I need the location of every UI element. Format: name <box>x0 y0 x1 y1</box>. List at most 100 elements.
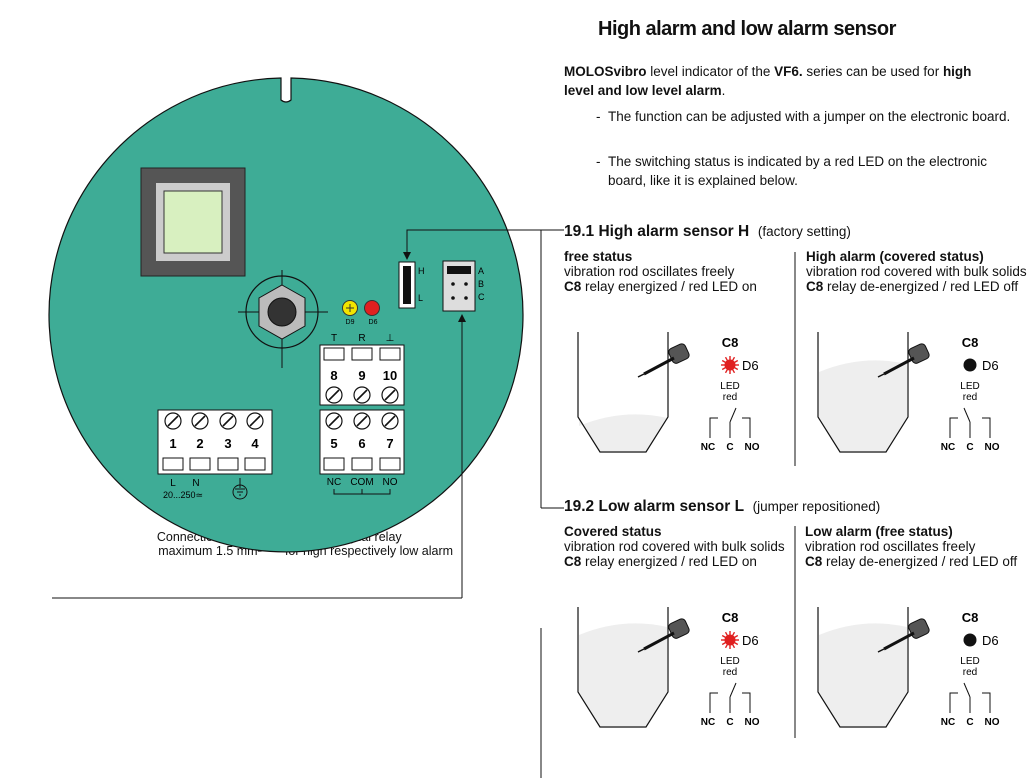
connector-abc: A B C <box>442 260 485 312</box>
s1-col1-text: free status vibration rod oscillates fre… <box>564 249 757 294</box>
contact-label: NO <box>985 717 1000 728</box>
led-color-text: red <box>723 667 737 678</box>
svg-text:9: 9 <box>358 368 365 383</box>
led-label-d6: D6 <box>369 319 378 326</box>
bulk-solids <box>819 623 907 726</box>
cable-gland-icon <box>238 270 328 368</box>
bulk-solids <box>579 623 667 726</box>
bulk-solids <box>819 360 907 451</box>
svg-text:L: L <box>418 293 423 303</box>
contact-label: NC <box>941 717 955 728</box>
led-name: D6 <box>982 633 999 648</box>
led-text: LED <box>720 381 739 392</box>
s1-col2-text: High alarm (covered status) vibration ro… <box>806 249 1027 294</box>
bulk-solids <box>579 414 667 451</box>
silo-outline <box>817 332 909 453</box>
led-color-text: red <box>963 667 977 678</box>
svg-text:T: T <box>331 333 337 344</box>
vibration-sensor-icon <box>637 343 690 378</box>
leader-lines <box>52 229 796 778</box>
relay-name: C8 <box>962 335 979 350</box>
led-on-icon <box>721 356 739 374</box>
section-low-alarm-title: 19.2 Low alarm sensor L (jumper repositi… <box>564 498 881 515</box>
contact-label: NO <box>985 442 1000 453</box>
silo-outline <box>577 607 669 728</box>
led-name: D6 <box>742 358 759 373</box>
svg-text:B: B <box>478 279 484 289</box>
power-terminal-block: 1 2 3 4 L N 20...250≃ <box>157 409 273 500</box>
svg-text:⊥: ⊥ <box>386 333 395 344</box>
vibration-sensor-icon <box>637 618 690 653</box>
svg-text:3: 3 <box>224 436 231 451</box>
led-on-icon <box>721 631 739 649</box>
svg-text:R: R <box>358 333 365 344</box>
svg-text:7: 7 <box>386 436 393 451</box>
silo-outline <box>817 607 909 728</box>
svg-text:20...250≃: 20...250≃ <box>163 490 203 500</box>
led-indicators: D9 D6 <box>342 300 380 326</box>
led-off-icon <box>963 358 977 372</box>
page-title: High alarm and low alarm sensor <box>598 18 896 40</box>
contact-label: NC <box>701 442 715 453</box>
led-color-text: red <box>723 392 737 403</box>
relay-contacts <box>709 682 751 713</box>
jumper-hl: H L <box>398 261 425 309</box>
svg-text:4: 4 <box>251 436 259 451</box>
contact-label: NO <box>745 442 760 453</box>
svg-text:C: C <box>478 292 485 302</box>
contact-label: NC <box>941 442 955 453</box>
svg-text:H: H <box>418 266 425 276</box>
relay-contacts <box>949 682 991 713</box>
svg-text:8: 8 <box>330 368 337 383</box>
led-name: D6 <box>742 633 759 648</box>
led-name: D6 <box>982 358 999 373</box>
relay-contacts <box>709 407 751 438</box>
svg-text:10: 10 <box>383 368 397 383</box>
contact-label: C <box>966 717 973 728</box>
svg-text:2: 2 <box>196 436 203 451</box>
silo-outline <box>577 332 669 453</box>
contact-label: NO <box>745 717 760 728</box>
relay-contacts <box>949 407 991 438</box>
contact-label: C <box>726 717 733 728</box>
svg-text:NC: NC <box>327 477 341 488</box>
contact-label: C <box>726 442 733 453</box>
ground-icon <box>232 478 248 500</box>
led-text: LED <box>960 656 979 667</box>
vibration-sensor-icon <box>877 343 930 378</box>
contact-label: NC <box>701 717 715 728</box>
svg-text:5: 5 <box>330 436 337 451</box>
contact-label: C <box>966 442 973 453</box>
relay-name: C8 <box>722 335 739 350</box>
led-text: LED <box>960 381 979 392</box>
s2-col2-text: Low alarm (free status) vibration rod os… <box>805 524 1018 569</box>
s2-col1-text: Covered status vibration rod covered wit… <box>564 524 785 569</box>
relay-name: C8 <box>722 610 739 625</box>
brand-name: MOLOSvibro <box>564 64 647 79</box>
bullet-led: The switching status is indicated by a r… <box>608 154 987 188</box>
svg-text:N: N <box>192 478 199 489</box>
svg-text:A: A <box>478 266 484 276</box>
vibration-sensor-icon <box>877 618 930 653</box>
svg-text:1: 1 <box>169 436 176 451</box>
led-text: LED <box>720 656 739 667</box>
svg-text:L: L <box>170 478 176 489</box>
svg-text:6: 6 <box>358 436 365 451</box>
relay-terminal-block: T R ⊥ 8 9 10 5 6 7 NC COM NO <box>319 333 405 495</box>
led-label-d9: D9 <box>346 319 355 326</box>
led-off-icon <box>963 633 977 647</box>
section-high-alarm-title: 19.1 High alarm sensor H (factory settin… <box>564 223 851 240</box>
led-color-text: red <box>963 392 977 403</box>
bullet-jumper: The function can be adjusted with a jump… <box>608 109 1011 124</box>
relay-name: C8 <box>962 610 979 625</box>
transformer-icon <box>140 167 246 277</box>
svg-text:NO: NO <box>383 477 398 488</box>
svg-text:COM: COM <box>350 477 373 488</box>
intro-paragraph: MOLOSvibro level indicator of the VF6. s… <box>564 64 972 98</box>
